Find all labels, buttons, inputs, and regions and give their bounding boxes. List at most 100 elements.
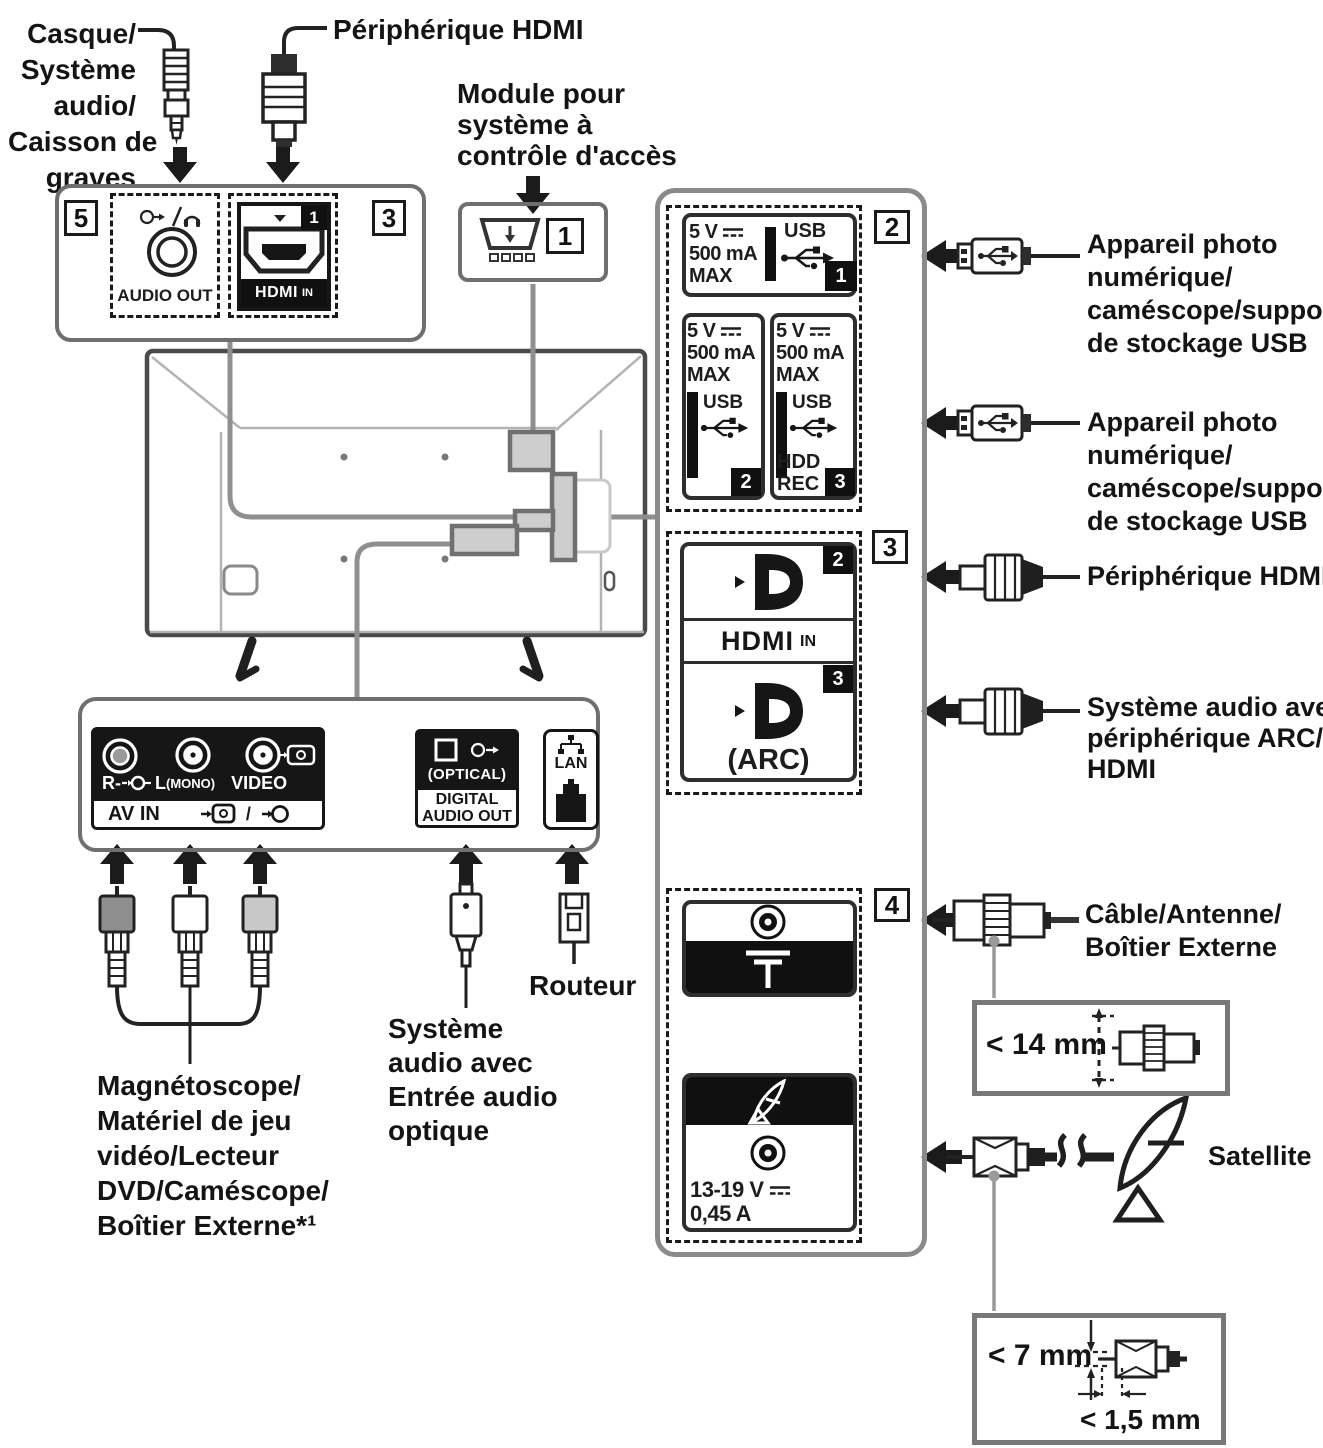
label-line: Appareil photo — [1087, 407, 1278, 437]
hdmi-connector-illustration — [958, 553, 1080, 602]
label-usb-devices-top: Appareil photo numérique/ caméscope/supp… — [1087, 228, 1323, 360]
label-line: de stockage USB — [1087, 506, 1308, 536]
spec-text: MAX — [776, 364, 819, 386]
down-arrow-icon — [516, 176, 550, 214]
rca-cable-illustration — [98, 886, 279, 1064]
usb3-badge: 3 — [825, 468, 855, 496]
label-arc-audio-system: Système audio avec périphérique ARC/ HDM… — [1087, 692, 1323, 785]
panel-number-5: 5 — [64, 200, 98, 236]
arc-label: (ARC) — [727, 744, 810, 776]
usb-trident-icon — [789, 417, 838, 438]
label-headphone-devices: Casque/ Système audio/ Caisson de graves — [8, 16, 157, 196]
label-line: audio avec — [388, 1047, 533, 1078]
usb1-spec-volt: 5 V — [689, 221, 744, 243]
hdmi1-port-box — [237, 202, 331, 311]
label-usb-devices-bottom: Appareil photo numérique/ caméscope/supp… — [1087, 406, 1323, 538]
label-line: Matériel de jeu — [97, 1105, 292, 1136]
label-line: de stockage USB — [1087, 328, 1308, 358]
label-line: Système — [20, 54, 136, 85]
module-number-1: 1 — [546, 218, 584, 254]
spec-text: 500 mA — [689, 243, 758, 265]
left-arrow-icon — [921, 407, 962, 439]
up-arrow-icon — [100, 844, 134, 884]
label-cable-antenna: Câble/Antenne/ Boîtier Externe — [1085, 898, 1282, 964]
up-arrow-icon — [243, 844, 277, 884]
satellite-dish-icon — [1112, 1094, 1190, 1223]
coax-connector-illustration — [932, 893, 1079, 998]
label-optical-audio-system: Système audio avec Entrée audio optique — [388, 1012, 558, 1148]
av-jack-labels-row: R- L (MONO) VIDEO — [102, 772, 287, 794]
av-mono-label: (MONO) — [166, 775, 216, 791]
lan-label: LAN — [554, 755, 588, 772]
usb3-label: USB — [792, 392, 833, 413]
av-in-strip: AV IN / — [94, 798, 322, 827]
usb3-spec-volt: 5 V — [776, 320, 831, 342]
tv-port-blocks — [449, 429, 612, 563]
hdmi-connector-illustration — [958, 687, 1080, 736]
spec-text: 5 V — [689, 221, 718, 243]
hdmi-in-logo-row: HDMI IN — [684, 626, 853, 657]
cable-break-icon — [1056, 1132, 1088, 1168]
label-line: périphérique ARC/ — [1087, 723, 1323, 753]
usb3-spec-max: MAX — [776, 364, 819, 386]
satellite-connector-illustration — [946, 1132, 1114, 1311]
usb2-spec-volt: 5 V — [687, 320, 742, 342]
optical-plug-illustration — [449, 882, 483, 1008]
cam-module-icon — [479, 218, 541, 262]
hdmi-in-label: IN — [800, 632, 816, 650]
hdmi1-dashed-box — [228, 193, 338, 318]
label-line: Casque/ — [27, 18, 136, 49]
left-arrow-icon — [921, 1141, 962, 1173]
coax-socket-icon — [750, 1135, 786, 1171]
label-line: vidéo/Lecteur — [97, 1140, 280, 1171]
dim14-drawing — [1092, 1008, 1200, 1088]
dim-7mm-box — [972, 1313, 1226, 1445]
usb-connector-illustration — [956, 237, 1080, 275]
usb2-spec-ma: 500 mA — [687, 342, 756, 364]
coax-socket-icon — [750, 904, 786, 940]
dc-symbol-icon — [809, 327, 830, 336]
usb-dashed-box — [666, 205, 862, 512]
composite-in-icon — [200, 803, 236, 824]
label-satellite: Satellite — [1208, 1141, 1312, 1171]
label-router: Routeur — [529, 970, 637, 1001]
usb-trident-icon — [700, 417, 749, 438]
label-line: Appareil photo — [1087, 229, 1278, 259]
av-in-block: R- L (MONO) VIDEO AV IN / — [91, 727, 325, 830]
hdmi2-badge: 2 — [823, 546, 853, 574]
dc-symbol-icon — [720, 327, 741, 336]
usb-divider-bar — [687, 392, 698, 478]
av-r-label: R- — [102, 772, 121, 793]
label-line: Boîtier Externe — [1085, 932, 1278, 962]
side-panel-outline — [55, 184, 426, 342]
audio-out-jack-icon — [147, 227, 197, 277]
tv-terminal-cover — [222, 564, 259, 596]
up-arrow-icon — [173, 844, 207, 884]
up-arrow-icon — [555, 844, 589, 884]
usb3-spec-ma: 500 mA — [776, 342, 845, 364]
usb-divider-bar — [776, 392, 787, 478]
rear-terminal-panel — [655, 188, 927, 1257]
tv-screw-dots — [340, 453, 449, 563]
dim7-drawing — [1075, 1320, 1187, 1400]
optical-label: (OPTICAL) — [427, 766, 507, 783]
connection-lines — [227, 284, 657, 699]
label-line: système à — [457, 109, 593, 140]
audio-out-label: AUDIO OUT — [117, 286, 213, 305]
label-hdmi-device: Périphérique HDMI — [1087, 561, 1323, 591]
spec-text: 5 V — [687, 320, 716, 342]
digital-audio-out-block: (OPTICAL) DIGITAL AUDIO OUT — [415, 729, 519, 828]
hdmi1-badge: 1 — [301, 206, 327, 230]
hdmi-port-icon — [243, 226, 325, 274]
divider — [682, 661, 855, 664]
hdmi-dashed-box — [666, 531, 862, 795]
down-arrow-icon — [163, 147, 197, 183]
label-line: caméscope/support — [1087, 295, 1323, 325]
tv-back-illustration — [144, 348, 648, 682]
av-video-label: VIDEO — [231, 772, 288, 793]
label-line: Entrée audio — [388, 1081, 558, 1112]
hdmi-in-band: HDMI IN — [241, 279, 327, 307]
audio-in-icon — [122, 775, 151, 791]
label-line: numérique/ — [1087, 262, 1233, 292]
